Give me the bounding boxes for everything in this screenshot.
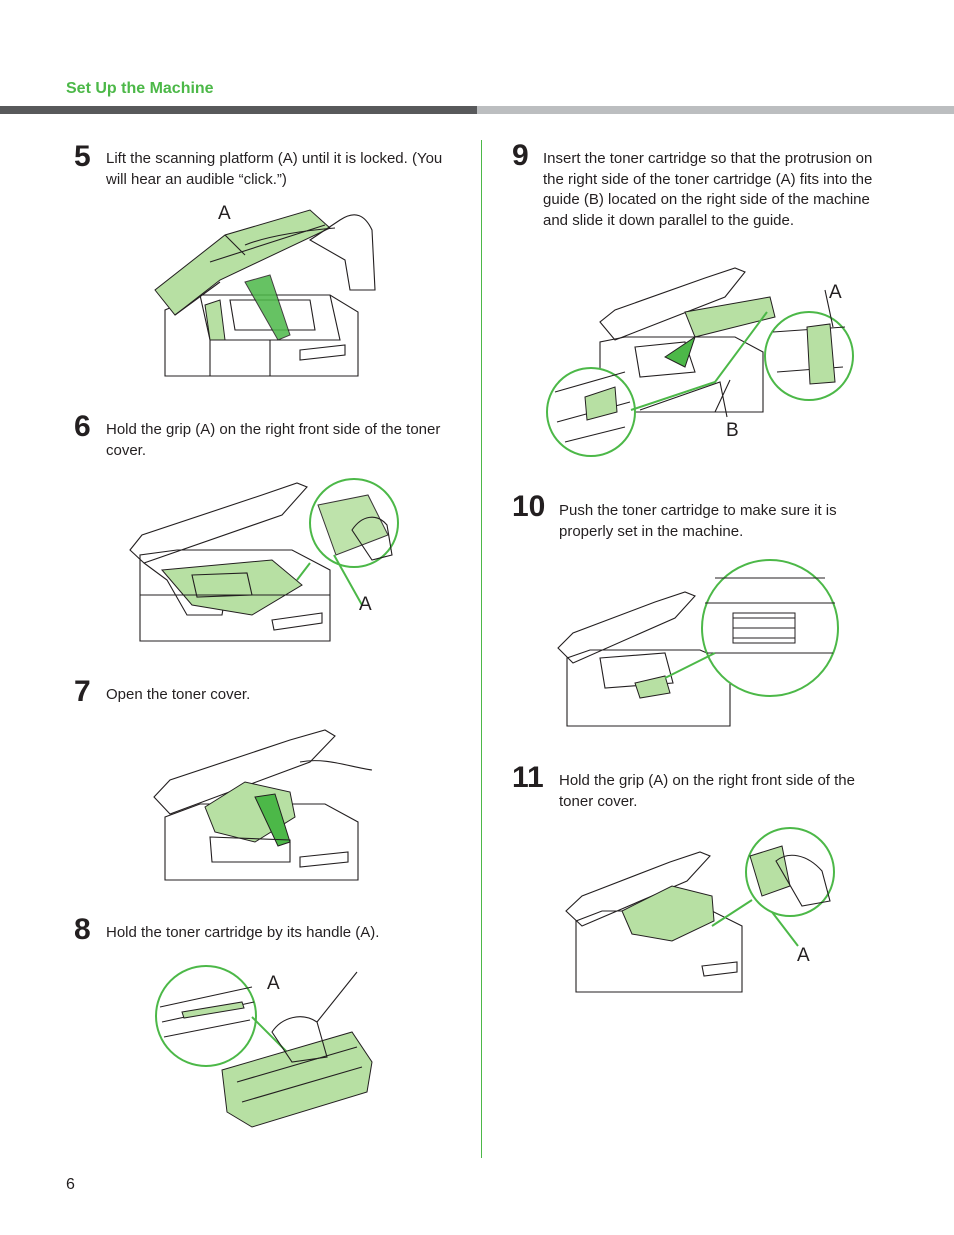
step-5-illustration [154,209,376,377]
step-10-number: 10 [512,490,546,523]
step-11-illustration [565,827,835,993]
step-7-number: 7 [74,675,91,708]
header-rule-light [477,106,954,114]
page-number: 6 [66,1176,75,1193]
step-9-callout-a: A [829,282,842,303]
step-5-number: 5 [74,140,91,173]
step-5-text: Lift the scanning platform (A) until it … [106,150,443,188]
step-5-callout-a: A [218,203,231,224]
step-11-text: Hold the grip (A) on the right front sid… [559,772,855,810]
step-11-number: 11 [512,761,544,794]
step-6-callout-a: A [359,594,372,615]
step-8-callout-a: A [267,973,280,994]
step-9-callout-b: B [726,420,739,441]
step-10-illustration [557,559,839,727]
step-11-callout-a: A [797,945,810,966]
step-9-text: Insert the toner cartridge so that the p… [543,150,873,229]
step-6-illustration [129,478,399,642]
step-6-number: 6 [74,410,91,443]
step-9-illustration [546,267,854,457]
column-divider [481,140,482,1158]
step-8-illustration [155,965,373,1128]
step-7-text: Open the toner cover. [106,686,251,703]
section-title: Set Up the Machine [66,80,214,97]
header-rule-dark [0,106,477,114]
step-7-illustration [153,729,373,881]
step-6-text: Hold the grip (A) on the right front sid… [106,421,441,459]
step-10-text: Push the toner cartridge to make sure it… [559,502,837,540]
step-8-text: Hold the toner cartridge by its handle (… [106,924,380,941]
step-8-number: 8 [74,913,91,946]
step-9-number: 9 [512,139,529,172]
